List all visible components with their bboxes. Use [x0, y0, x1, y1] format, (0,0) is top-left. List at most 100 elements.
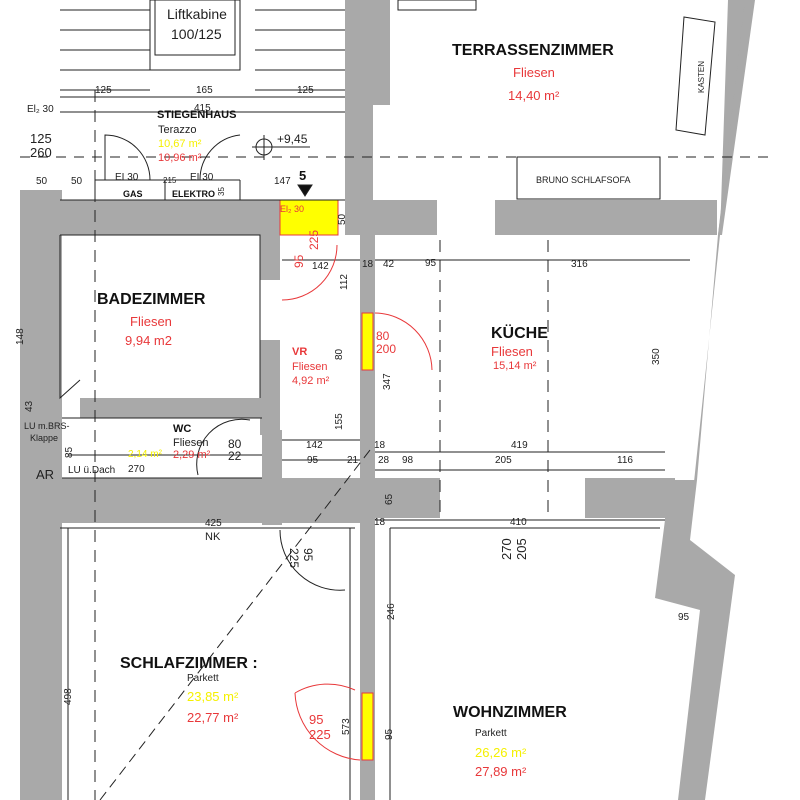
- dim: 142: [312, 261, 329, 272]
- dim: 260: [30, 145, 52, 160]
- badezimmer-area: 9,94 m2: [125, 333, 172, 348]
- dim: 28: [378, 455, 390, 466]
- lines: [20, 0, 770, 800]
- level-marker: +9,45: [277, 132, 308, 146]
- ar-label: AR: [36, 467, 55, 482]
- wohnzimmer-area-new: 27,89 m²: [475, 764, 527, 779]
- schlafzimmer-area-new: 22,77 m²: [187, 710, 239, 725]
- wall-bad-top: [20, 200, 280, 235]
- badezimmer-floor: Fliesen: [130, 314, 172, 329]
- door-fire-rating: El₂ 30: [280, 204, 305, 214]
- liv-door-width: 95: [309, 712, 324, 727]
- bedroom-door-highlight: [361, 692, 374, 761]
- stairwell-area-old: 10,67 m²: [158, 138, 202, 150]
- dim: 316: [571, 259, 588, 270]
- dim: 18: [362, 259, 374, 270]
- schlafzimmer-name: SCHLAFZIMMER :: [120, 655, 258, 672]
- section-marker: 5: [299, 168, 307, 183]
- stair-fire-rating: El₂ 30: [27, 104, 54, 115]
- door-highlights: [279, 199, 374, 761]
- dim: 205: [495, 455, 512, 466]
- wc-area-new: 2,29 m²: [173, 449, 211, 461]
- dim: 116: [617, 455, 633, 466]
- wohnzimmer-area-old: 26,26 m²: [475, 745, 527, 760]
- dim: 419: [511, 440, 528, 451]
- vr-name: VR: [292, 346, 308, 358]
- dim: 147: [274, 176, 291, 187]
- dim: 50: [337, 213, 348, 225]
- wc-floor: Fliesen: [173, 437, 209, 449]
- kueche-name: KÜCHE: [491, 325, 548, 342]
- bed-door-height: 225: [287, 548, 301, 569]
- dim: 142: [306, 440, 323, 451]
- dim: 50: [71, 176, 83, 187]
- kitchen-door-highlight: [361, 312, 374, 371]
- right-wall-lower: [655, 480, 735, 800]
- wohnzimmer-floor: Parkett: [475, 728, 507, 739]
- dim: 95: [425, 258, 437, 269]
- klappe-label: Klappe: [30, 433, 59, 443]
- dim: 98: [402, 455, 414, 466]
- right-wall-upper: [665, 0, 748, 520]
- kueche-area: 15,14 m²: [493, 360, 537, 372]
- dim: 95: [678, 612, 690, 623]
- dim: 50: [36, 176, 48, 187]
- dim: 425: [205, 518, 222, 529]
- ei-elektro: EI 30: [190, 172, 214, 183]
- terrassenzimmer-floor: Fliesen: [513, 65, 555, 80]
- dim: 95: [384, 728, 395, 740]
- vr-area: 4,92 m²: [292, 375, 330, 387]
- liv-door-height: 225: [309, 727, 331, 742]
- dim: 125: [30, 131, 52, 146]
- dim: 21: [347, 455, 359, 466]
- lu-brs-label: LU m.BRS-: [24, 421, 70, 431]
- dim: 112: [339, 274, 350, 290]
- dim: 85: [64, 446, 75, 458]
- kitchen-door-height: 200: [376, 342, 397, 356]
- dim: 270: [499, 538, 514, 560]
- dim: 205: [514, 538, 529, 560]
- vr-floor: Fliesen: [292, 361, 328, 373]
- central-wall: [360, 235, 375, 800]
- wall-middle: [20, 478, 360, 523]
- lu-dach-label: LU ü.Dach: [68, 465, 116, 476]
- badezimmer-name: BADEZIMMER: [97, 291, 206, 308]
- wohnzimmer-name: WOHNZIMMER: [453, 704, 567, 721]
- kasten-label: KASTEN: [697, 60, 706, 93]
- dim: 43: [24, 400, 35, 412]
- terrassenzimmer-area: 14,40 m²: [508, 88, 560, 103]
- wall-bad-wc: [80, 398, 280, 418]
- kueche-floor: Fliesen: [491, 344, 533, 359]
- dim: 125: [95, 85, 112, 96]
- schlafzimmer-floor: Parkett: [187, 673, 219, 684]
- wc-name: WC: [173, 423, 192, 435]
- dim: 215: [163, 176, 177, 185]
- dim: 347: [382, 373, 393, 390]
- nk-label: NK: [205, 531, 221, 543]
- terrassenzimmer-name: TERRASSENZIMMER: [452, 42, 614, 59]
- dim: 498: [63, 688, 74, 705]
- dim: 18: [374, 440, 386, 451]
- dim: 42: [383, 259, 395, 270]
- wc-area-old: 2,14 m²: [128, 449, 162, 460]
- stair-door-height: 225: [307, 229, 321, 250]
- stairwell-name: STIEGENHAUS: [157, 109, 237, 121]
- dim: 270: [128, 464, 145, 475]
- schlafzimmer-area-old: 23,85 m²: [187, 689, 239, 704]
- stairwell-area-new: 10,96 m²: [158, 152, 202, 164]
- dim: 410: [510, 517, 527, 528]
- bed-door-width: 95: [301, 548, 315, 562]
- walls: [20, 0, 755, 800]
- dim: 80: [334, 348, 345, 360]
- gas-label: GAS: [123, 189, 143, 199]
- dim: 65: [384, 493, 395, 505]
- dim: 165: [196, 85, 213, 96]
- stair-door-width: 95: [292, 254, 306, 268]
- lift-size: 100/125: [171, 26, 222, 42]
- wc-door-width: 80: [228, 437, 242, 451]
- dim: 125: [297, 85, 314, 96]
- dim: 18: [374, 517, 386, 528]
- elektro-label: ELEKTRO: [172, 189, 216, 199]
